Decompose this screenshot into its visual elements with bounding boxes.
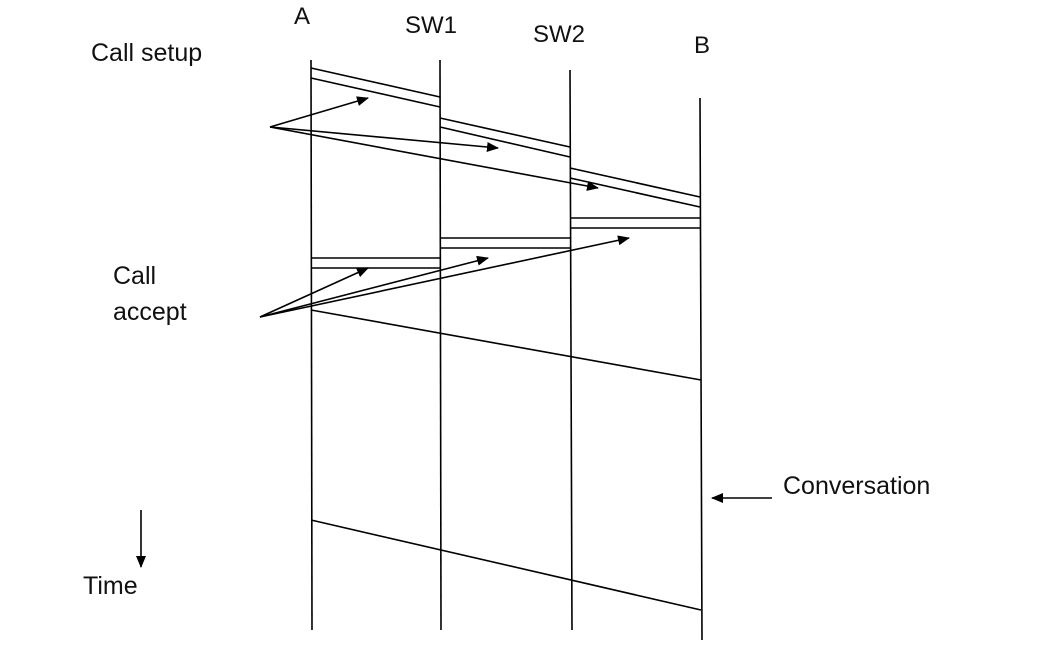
conversation-line-2 — [310, 519, 702, 611]
setup-packet-sw1-sw2 — [439, 117, 571, 158]
node-label-b: B — [694, 32, 710, 59]
timeline-sw2 — [569, 69, 573, 631]
call-accept-label-line2: accept — [113, 298, 187, 326]
setup-packet-sw2-b — [569, 167, 701, 208]
call-setup-label: Call setup — [91, 39, 202, 67]
call-setup-pointers — [269, 96, 599, 191]
setup-packet-a-sw1 — [310, 67, 441, 108]
accept-packet-sw2-sw1 — [440, 237, 570, 249]
timeline-b — [699, 97, 703, 641]
call-accept-pointers — [259, 235, 630, 318]
accept-packet-b-sw2 — [570, 217, 700, 229]
node-label-sw2: SW2 — [533, 21, 585, 48]
timeline-sw1 — [439, 59, 442, 631]
node-label-a: A — [294, 3, 310, 30]
conversation-line-1 — [310, 309, 702, 381]
node-label-sw1: SW1 — [405, 12, 457, 39]
timeline-a — [310, 59, 313, 631]
accept-packet-sw1-a — [311, 257, 440, 269]
call-accept-label-line1: Call — [113, 262, 156, 290]
conversation-label: Conversation — [783, 472, 930, 500]
time-label: Time — [83, 572, 138, 600]
